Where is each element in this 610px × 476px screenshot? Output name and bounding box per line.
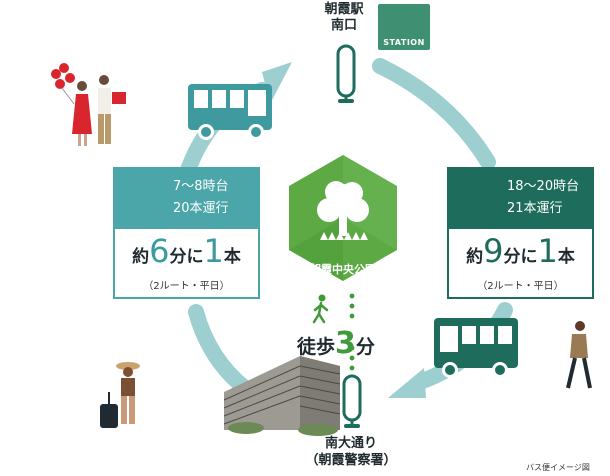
arc-top-right (372, 58, 496, 170)
bus-stop-name: 南大通り （朝霞警察署） (301, 435, 401, 469)
park-name: 朝霞中央公園 (310, 263, 376, 276)
walk-time: 徒歩3分 (297, 326, 375, 361)
bus-icon-morning (188, 84, 272, 140)
station-stop-icon (336, 44, 356, 103)
walk-path (349, 293, 355, 371)
morning-time-range: 7～8時台 (173, 179, 229, 194)
night-freq-count: 1 (537, 232, 558, 270)
morning-freq-count: 1 (203, 232, 224, 270)
night-schedule-box: 夜 18～20時台 21本運行 約9分に1本 （2ルート・平日） (447, 167, 594, 299)
woman-with-phone-illustration (566, 321, 592, 389)
bus-stop-icon (342, 374, 362, 428)
morning-frequency: 約6分に1本 (115, 233, 258, 269)
morning-runs: 20本運行 (173, 201, 229, 216)
night-freq-suffix: 本 (557, 247, 575, 267)
night-freq-minutes: 9 (483, 232, 504, 270)
couple-illustration (51, 63, 126, 146)
night-icon-char: 夜 (472, 190, 488, 208)
bus-icon-night (434, 318, 518, 378)
night-freq-mid: 分に (503, 247, 538, 267)
bus-stop-line2: （朝霞警察署） (305, 453, 397, 468)
night-runs: 21本運行 (507, 201, 563, 216)
morning-freq-prefix: 約 (132, 247, 150, 267)
morning-icon-char: 朝 (138, 194, 156, 214)
morning-schedule-box: 朝 7～8時台 20本運行 約6分に1本 （2ルート・平日） (113, 167, 260, 299)
night-note: （2ルート・平日） (477, 281, 564, 292)
night-time-range: 18～20時台 (507, 179, 580, 194)
night-frequency: 約9分に1本 (449, 233, 592, 269)
arrowhead-bottom (388, 368, 426, 398)
walk-suffix: 分 (355, 336, 375, 358)
morning-freq-mid: 分に (169, 247, 204, 267)
station-name: 朝霞駅 南口 (318, 2, 370, 34)
station-badge: STATION (378, 4, 430, 50)
morning-header: 朝 7～8時台 20本運行 (115, 169, 258, 229)
walker-icon (312, 294, 329, 324)
tree-icon (317, 181, 369, 240)
park-badge (289, 155, 397, 281)
walk-prefix: 徒歩 (297, 336, 336, 358)
walk-minutes: 3 (335, 326, 356, 361)
apartment-building-illustration (223, 356, 341, 436)
morning-freq-suffix: 本 (223, 247, 241, 267)
station-name-line1: 朝霞駅 (324, 2, 364, 17)
station-name-line2: 南口 (330, 18, 357, 33)
image-caption: バス便イメージ図 (526, 463, 590, 472)
traveler-illustration (100, 362, 140, 428)
station-badge-text: STATION (383, 38, 425, 47)
bus-stop-line1: 南大通り (324, 436, 377, 451)
night-freq-prefix: 約 (466, 247, 484, 267)
morning-note: （2ルート・平日） (143, 281, 230, 292)
night-header: 夜 18～20時台 21本運行 (449, 169, 592, 229)
morning-freq-minutes: 6 (149, 232, 170, 270)
